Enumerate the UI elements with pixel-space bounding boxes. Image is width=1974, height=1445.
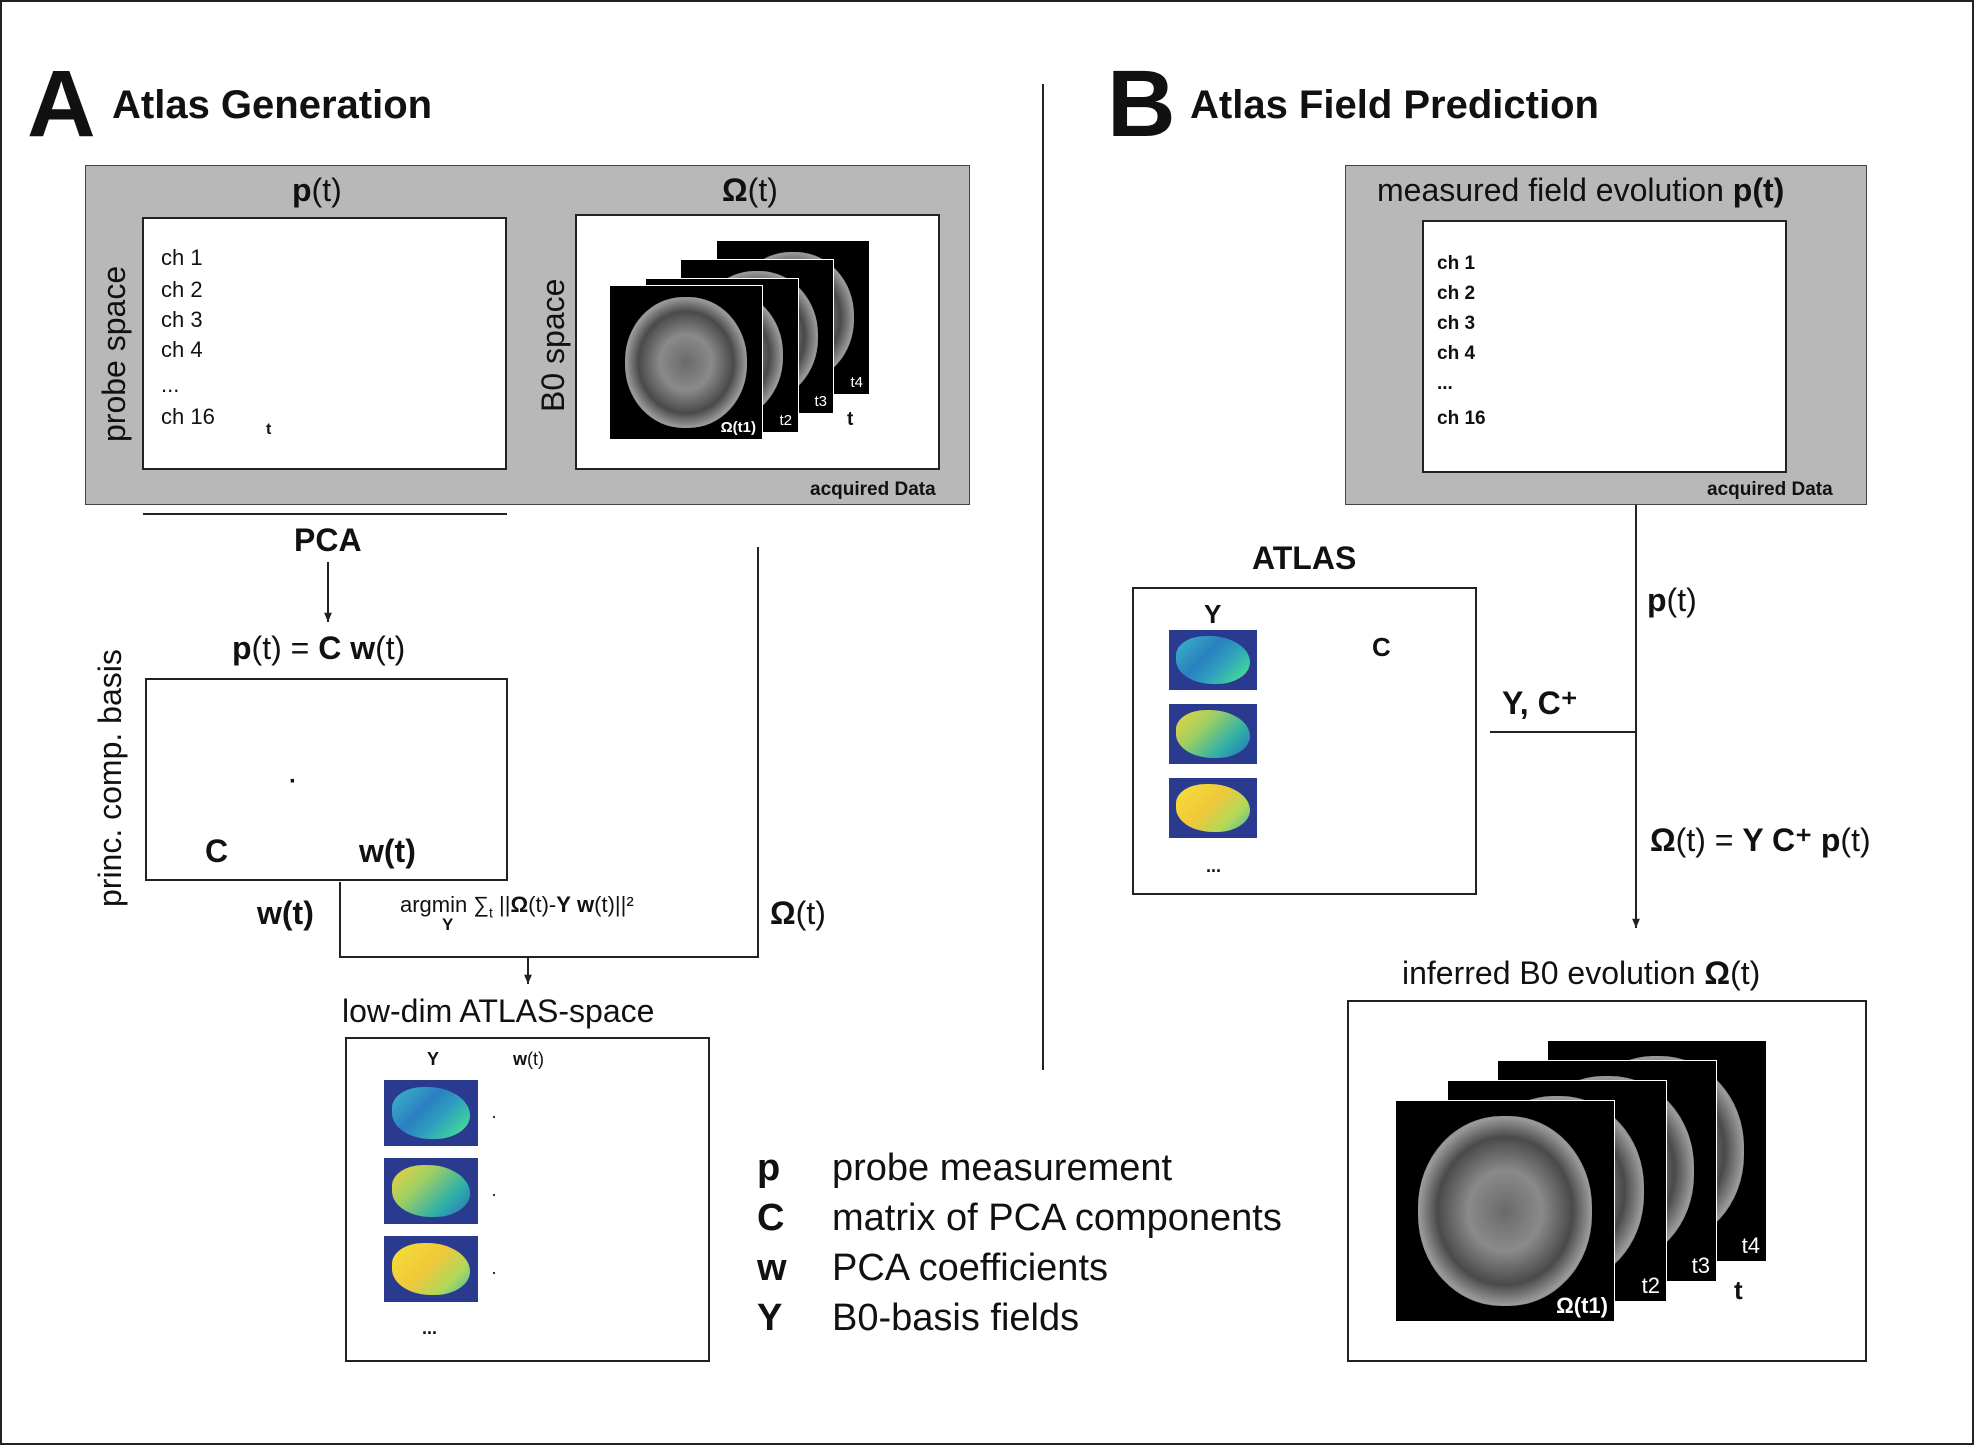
measured-channel-label: ch 4	[1437, 343, 1476, 364]
yc-label: Y, C⁺	[1502, 685, 1578, 721]
atlas-y-label: Y	[1204, 599, 1222, 629]
atlas-map-1	[1169, 630, 1257, 690]
p-arrow-label: p(t)	[1647, 582, 1697, 618]
pca-label: PCA	[294, 522, 362, 558]
argmin-connector	[339, 547, 759, 958]
b0-time-label: t	[847, 409, 854, 430]
measured-title: measured field evolution p(t)	[1377, 172, 1785, 208]
argmin-label: argmin ∑t ||Ω(t)-Y w(t)||²	[400, 892, 634, 921]
frame-label: t4	[850, 374, 863, 391]
probe-space-label: probe space	[96, 265, 132, 442]
field-shape	[1176, 636, 1250, 684]
atlas-space-map-3	[384, 1236, 478, 1302]
frame-label: t2	[1641, 1273, 1660, 1298]
omega-arrow-label: Ω(t)	[770, 895, 826, 931]
field-shape	[1176, 784, 1250, 832]
argmin-subscript: Y	[442, 915, 454, 934]
frame-label: t2	[779, 412, 792, 429]
brain-image	[625, 296, 747, 429]
measured-channel-label: ...	[1437, 373, 1453, 394]
atlas-ellipsis: ...	[1206, 856, 1222, 876]
legend-text: matrix of PCA components	[832, 1197, 1282, 1239]
pca-equation: p(t) = C w(t)	[232, 630, 406, 666]
panel-a-title: Atlas Generation	[112, 83, 433, 127]
frame-label: Ω(t1)	[720, 419, 756, 436]
dot-3: ·	[491, 1262, 497, 1282]
prediction-arrow-head	[1632, 918, 1640, 928]
measured-channel-label: ch 1	[1437, 253, 1476, 274]
dot-2: ·	[491, 1184, 497, 1204]
b0-space-label: B0 space	[535, 278, 571, 412]
frame-label: t3	[1691, 1253, 1710, 1278]
principal-component-box: · C w(t)	[145, 678, 508, 881]
field-shape	[391, 1086, 471, 1140]
inferred-time-label: t	[1734, 1275, 1743, 1305]
legend-text: PCA coefficients	[832, 1247, 1109, 1289]
acquired-label-a: acquired Data	[810, 479, 936, 500]
atlas-space-y: Y	[427, 1049, 440, 1069]
dot-1: ·	[491, 1106, 497, 1126]
atlas-title: ATLAS	[1252, 540, 1357, 576]
frame-label: t3	[814, 393, 827, 410]
probe-signal-box: ch 1 ch 2 ch 3 ch 4... ch 16 t	[142, 217, 507, 470]
frame-label: t4	[1741, 1233, 1760, 1258]
probe-channel-label: ch 16	[161, 404, 215, 429]
atlas-space-arrow-head	[524, 974, 532, 984]
pca-arrow-head	[324, 612, 332, 622]
panel-a-letter: A	[27, 51, 96, 157]
probe-channel-label: ch 4	[161, 337, 203, 362]
legend-symbol: w	[757, 1247, 787, 1289]
legend-symbol: Y	[757, 1297, 783, 1339]
field-shape	[1176, 710, 1250, 758]
field-shape	[391, 1242, 471, 1296]
legend-symbol: C	[757, 1197, 785, 1239]
inferred-title: inferred B0 evolution Ω(t)	[1402, 955, 1761, 991]
probe-channel-label: ch 1	[161, 245, 203, 270]
atlas-space-title: low-dim ATLAS-space	[342, 993, 655, 1029]
measured-channel-label: ch 2	[1437, 283, 1476, 304]
panel-b-title: Atlas Field Prediction	[1190, 83, 1599, 127]
measured-channel-label: ch 16	[1437, 408, 1486, 429]
atlas-space-map-2	[384, 1158, 478, 1224]
measured-channel-label: ch 3	[1437, 313, 1476, 334]
atlas-map-3	[1169, 778, 1257, 838]
legend-text: probe measurement	[832, 1147, 1173, 1189]
probe-time-label: t	[266, 421, 272, 438]
atlas-space-ellipsis: ...	[422, 1318, 438, 1338]
matrix-c-label: C	[205, 833, 229, 869]
probe-channel-label: ch 3	[161, 307, 203, 332]
probe-title: p(t)	[292, 172, 342, 208]
atlas-map-2	[1169, 704, 1257, 764]
brain-image	[1417, 1116, 1593, 1306]
b0-title: Ω(t)	[722, 172, 778, 208]
atlas-space-map-1	[384, 1080, 478, 1146]
atlas-c-label: C	[1372, 632, 1391, 662]
weights-label: w(t)	[359, 833, 416, 869]
prediction-equation: Ω(t) = Y C⁺ p(t)	[1650, 822, 1871, 858]
measured-signal-box: ch 1 ch 2 ch 3 ch 4... ch 16	[1422, 220, 1787, 473]
panel-b-letter: B	[1107, 51, 1176, 157]
frame-label: Ω(t1)	[1556, 1293, 1608, 1318]
field-shape	[391, 1164, 471, 1218]
b0-frame-1: Ω(t1)	[609, 285, 763, 440]
w-arrow-label: w(t)	[257, 895, 314, 931]
acquired-label-b: acquired Data	[1707, 479, 1833, 500]
dot-operator: ·	[289, 768, 297, 795]
legend-symbol: p	[757, 1147, 781, 1189]
legend-text: B0-basis fields	[832, 1297, 1080, 1339]
probe-channel-label: ch 2	[161, 277, 203, 302]
inferred-frame-1: Ω(t1)	[1395, 1100, 1615, 1322]
basis-label: princ. comp. basis	[92, 649, 128, 907]
probe-channel-label: ...	[161, 372, 180, 397]
atlas-space-w: w(t)	[513, 1049, 545, 1069]
